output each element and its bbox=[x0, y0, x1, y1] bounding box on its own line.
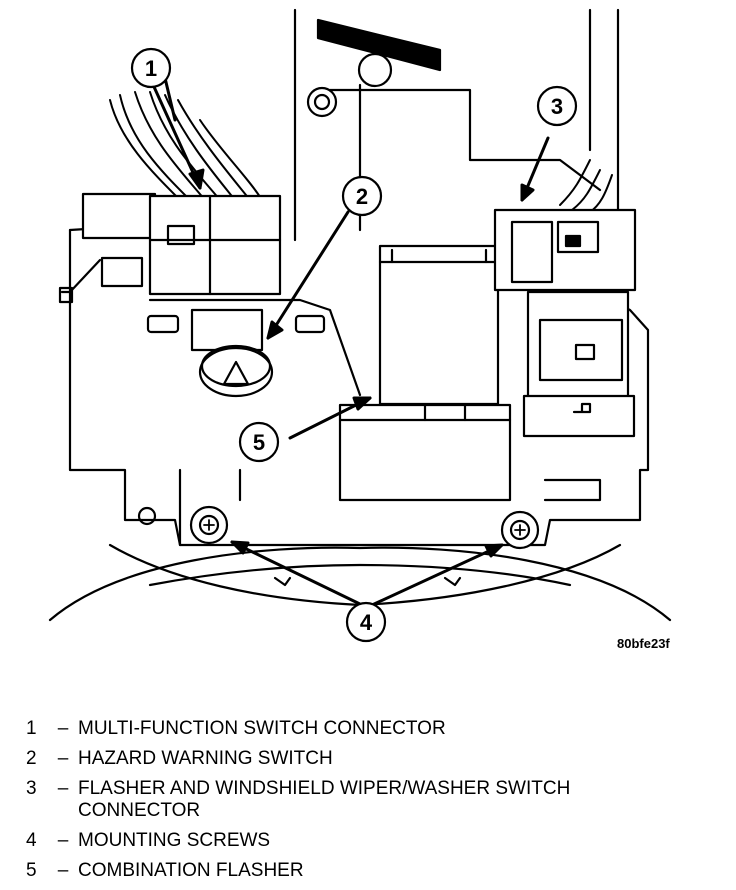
callout-5-label: 5 bbox=[253, 430, 265, 455]
legend-text: COMBINATION FLASHER bbox=[78, 860, 304, 881]
legend-text: MOUNTING SCREWS bbox=[78, 830, 271, 851]
legend-text: FLASHER AND WINDSHIELD WIPER/WASHER SWIT… bbox=[78, 778, 571, 821]
legend-dash: – bbox=[57, 830, 69, 851]
multi-function-switch-connector bbox=[58, 192, 282, 304]
legend-dash: – bbox=[57, 778, 69, 799]
legend-item: 5 – COMBINATION FLASHER bbox=[26, 860, 716, 882]
legend-text: MULTI-FUNCTION SWITCH CONNECTOR bbox=[78, 718, 446, 739]
legend-number: 3 bbox=[26, 778, 37, 799]
wiper-washer-switch-connector bbox=[493, 208, 637, 438]
callout-1-label: 1 bbox=[145, 56, 157, 81]
legend-dash: – bbox=[57, 748, 69, 769]
mounting-screw-left bbox=[189, 505, 229, 545]
callout-3: 3 bbox=[536, 85, 578, 127]
combination-flasher bbox=[338, 244, 512, 502]
callout-4: 4 bbox=[345, 601, 387, 643]
callout-5: 5 bbox=[238, 421, 280, 463]
legend-text: HAZARD WARNING SWITCH bbox=[78, 748, 333, 769]
legend-item: 4 – MOUNTING SCREWS bbox=[26, 830, 716, 852]
callout-4-label: 4 bbox=[360, 610, 373, 635]
leader-lines bbox=[148, 76, 550, 607]
legend-item: 2 – HAZARD WARNING SWITCH bbox=[26, 748, 716, 770]
legend-number: 2 bbox=[26, 748, 37, 769]
switch-assembly-drawing: 1 2 3 4 5 bbox=[48, 8, 672, 643]
legend-number: 1 bbox=[26, 718, 37, 739]
mounting-screw-right bbox=[500, 510, 540, 550]
callout-1: 1 bbox=[130, 47, 172, 89]
hazard-warning-switch bbox=[190, 308, 274, 398]
legend-item: 3 – FLASHER AND WINDSHIELD WIPER/WASHER … bbox=[26, 778, 716, 822]
legend-dash: – bbox=[57, 860, 69, 881]
legend-number: 4 bbox=[26, 830, 37, 851]
legend-dash: – bbox=[57, 718, 69, 739]
legend: 1 – MULTI-FUNCTION SWITCH CONNECTOR 2 – … bbox=[26, 718, 716, 890]
legend-number: 5 bbox=[26, 860, 37, 881]
callout-3-label: 3 bbox=[551, 94, 563, 119]
wiring-harness bbox=[109, 91, 613, 213]
callout-2-label: 2 bbox=[356, 184, 368, 209]
legend-item: 1 – MULTI-FUNCTION SWITCH CONNECTOR bbox=[26, 718, 716, 740]
callout-2: 2 bbox=[341, 175, 383, 217]
figure-code: 80bfe23f bbox=[617, 636, 670, 651]
